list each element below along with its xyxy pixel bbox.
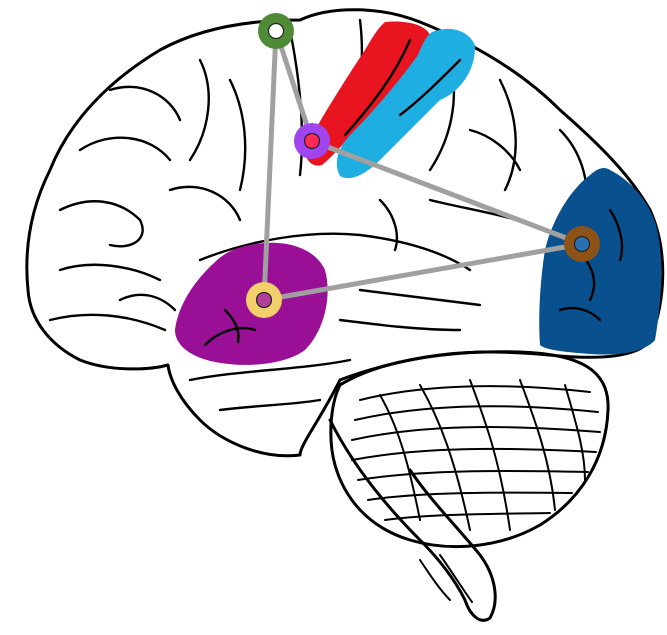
node-b-marker[interactable] — [294, 123, 330, 159]
regions — [175, 22, 661, 365]
link-b-c — [312, 141, 582, 244]
cerebellum — [330, 352, 608, 621]
node-d-marker[interactable] — [246, 282, 282, 318]
node-a-marker[interactable] — [258, 13, 294, 49]
node-c-marker[interactable] — [564, 226, 600, 262]
